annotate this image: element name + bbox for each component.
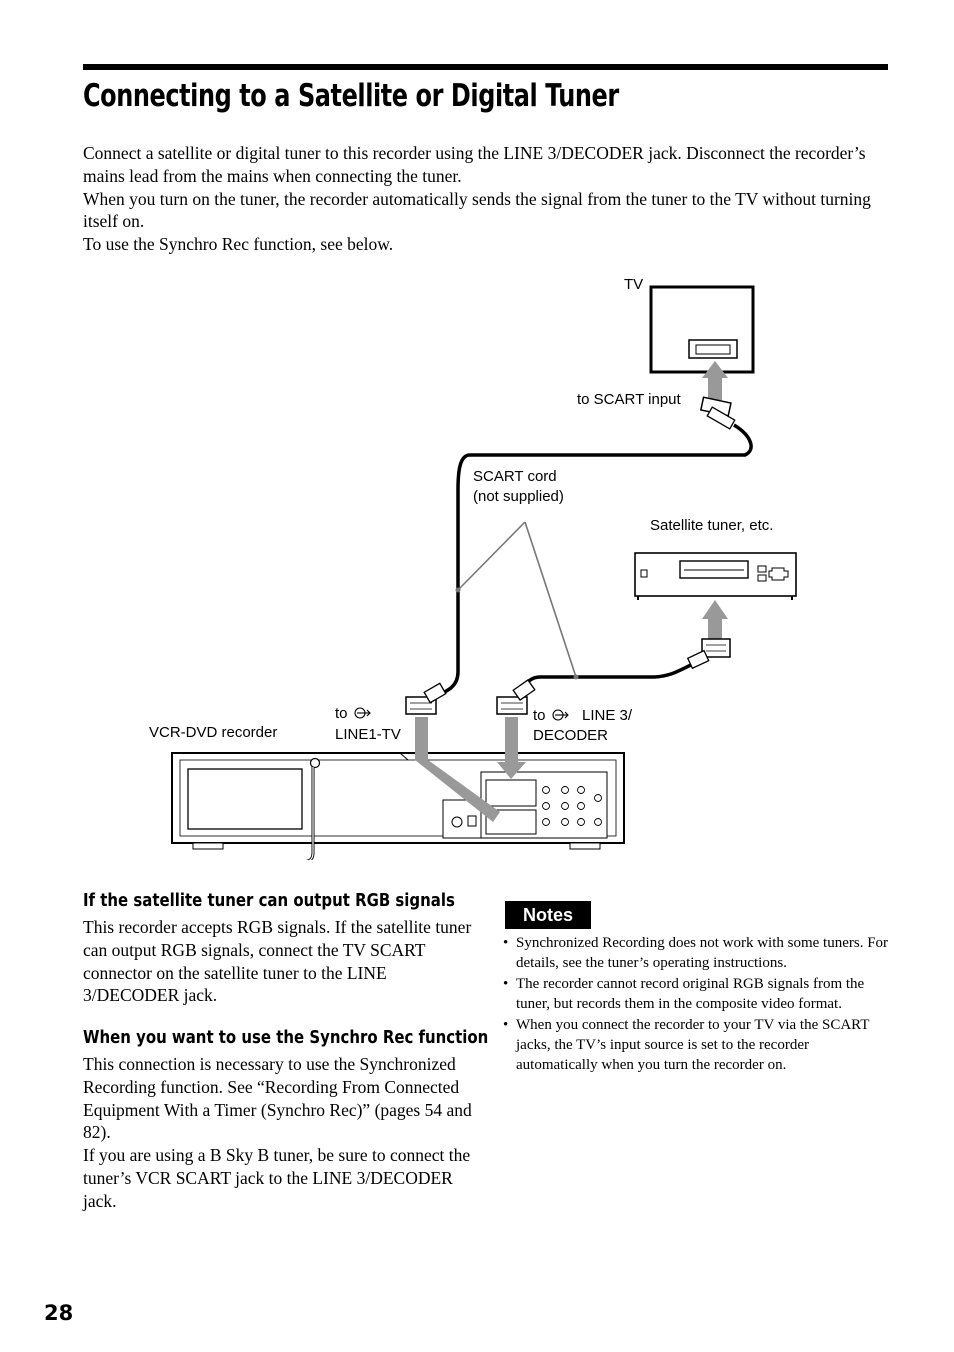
connection-diagram: TV to SCART input SCART cord (not suppli… bbox=[149, 276, 797, 860]
tuner-label: Satellite tuner, etc. bbox=[650, 517, 773, 534]
scart-plug-icon bbox=[699, 396, 736, 430]
input-arrow-icon bbox=[354, 707, 371, 719]
intro-text: Connect a satellite or digital tuner to … bbox=[83, 142, 893, 256]
line3-to-label: to bbox=[533, 707, 546, 724]
line1-label: LINE1-TV bbox=[335, 726, 401, 743]
rgb-heading: If the satellite tuner can output RGB si… bbox=[83, 890, 455, 911]
arrow-up-icon bbox=[702, 361, 728, 400]
note-item: • The recorder cannot record original RGB… bbox=[503, 974, 893, 1015]
arrow-up-icon bbox=[702, 600, 728, 640]
title-rule bbox=[83, 64, 888, 70]
scart-plug-icon bbox=[496, 679, 536, 715]
notes-list: • Synchronized Recording does not work wi… bbox=[503, 933, 893, 1076]
intro-paragraph: Connect a satellite or digital tuner to … bbox=[83, 143, 866, 186]
satellite-tuner-illustration bbox=[634, 552, 797, 600]
line3-label: LINE 3/ bbox=[582, 707, 633, 724]
rgb-paragraph: This recorder accepts RGB signals. If th… bbox=[83, 917, 472, 1006]
page-title: Connecting to a Satellite or Digital Tun… bbox=[83, 78, 619, 114]
page-number: 28 bbox=[44, 1301, 74, 1325]
note-text: The recorder cannot record original RGB … bbox=[516, 975, 865, 1013]
note-text: When you connect the recorder to your TV… bbox=[516, 1016, 870, 1074]
tv-label: TV bbox=[624, 276, 643, 293]
bullet: • bbox=[503, 975, 509, 992]
note-text: Synchronized Recording does not work wit… bbox=[516, 935, 889, 972]
bullet: • bbox=[503, 935, 509, 951]
note-item: • Synchronized Recording does not work wi… bbox=[503, 933, 893, 974]
intro-paragraph: To use the Synchro Rec function, see bel… bbox=[83, 234, 394, 255]
scart-plug-icon bbox=[405, 682, 447, 715]
synchro-text: This connection is necessary to use the … bbox=[83, 1053, 475, 1213]
scart-cable bbox=[520, 660, 698, 691]
synchro-paragraph: If you are using a B Sky B tuner, be sur… bbox=[83, 1145, 471, 1211]
scart-input-label: to SCART input bbox=[577, 391, 681, 408]
intro-paragraph: When you turn on the tuner, the recorder… bbox=[83, 188, 871, 232]
arrow-down-icon bbox=[497, 717, 526, 779]
rgb-text: This recorder accepts RGB signals. If th… bbox=[83, 916, 475, 1007]
recorder-label: VCR-DVD recorder bbox=[149, 724, 277, 741]
line1-to-label: to bbox=[335, 705, 348, 722]
synchro-paragraph: This connection is necessary to use the … bbox=[83, 1054, 472, 1143]
synchro-heading: When you want to use the Synchro Rec fun… bbox=[83, 1027, 489, 1048]
arrow-down-icon bbox=[415, 717, 500, 822]
scart-plug-icon bbox=[686, 638, 731, 670]
bullet: • bbox=[503, 1016, 509, 1033]
notes-badge: Notes bbox=[505, 901, 591, 929]
input-arrow-icon bbox=[552, 709, 569, 721]
line3-label: DECODER bbox=[533, 727, 608, 744]
scart-cord-label: (not supplied) bbox=[473, 488, 564, 505]
vcr-dvd-recorder-illustration bbox=[171, 752, 625, 850]
note-item: • When you connect the recorder to your T… bbox=[503, 1015, 893, 1076]
scart-cord-label: SCART cord bbox=[473, 468, 557, 485]
tv-illustration bbox=[649, 285, 755, 374]
scart-cable bbox=[431, 423, 753, 700]
